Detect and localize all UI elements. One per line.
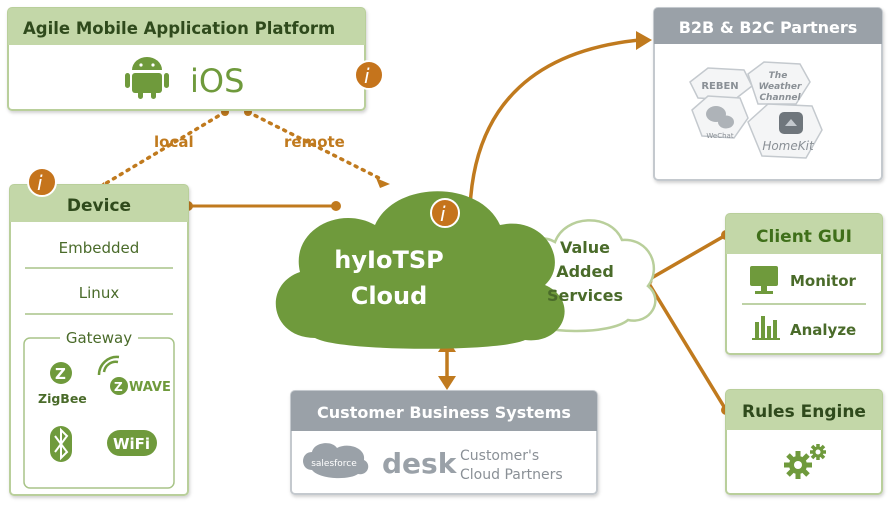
weather-channel-hex xyxy=(747,61,811,105)
svg-text:i: i xyxy=(37,171,43,195)
android-icon xyxy=(125,57,169,99)
svg-text:salesforce: salesforce xyxy=(311,459,357,469)
device-link-dot-right xyxy=(331,201,341,211)
svg-text:WAVE: WAVE xyxy=(129,380,171,395)
monitor-icon xyxy=(750,266,778,294)
zwave-logo: Z WAVE xyxy=(97,355,171,395)
analyze-icon xyxy=(752,316,780,340)
wechat-icon xyxy=(706,106,734,129)
homekit-label: HomeKit xyxy=(762,139,815,153)
remote-connector xyxy=(246,110,385,182)
remote-label: remote xyxy=(284,133,345,151)
info-icon[interactable]: i xyxy=(27,167,57,197)
rules-engine-title: Rules Engine xyxy=(742,402,866,422)
salesforce-logo: salesforce xyxy=(303,443,369,479)
cloud-title-line2: Cloud xyxy=(351,282,428,310)
cloud-partners-link xyxy=(468,38,641,209)
cloud-partners-line2: Cloud Partners xyxy=(460,467,563,483)
ios-label: iOS xyxy=(190,62,244,100)
weather-label-1: The xyxy=(769,71,788,81)
svg-text:WiFi: WiFi xyxy=(113,435,150,453)
svg-text:i: i xyxy=(440,202,446,226)
wechat-label: WeChat xyxy=(706,132,733,140)
client-gui-title: Client GUI xyxy=(756,227,852,247)
remote-arrowhead xyxy=(376,178,390,188)
mobile-platform-title: Agile Mobile Application Platform xyxy=(23,19,335,38)
vas-line2: Added xyxy=(556,262,614,281)
vas-line3: Services xyxy=(547,286,623,305)
vas-clientgui-link xyxy=(647,233,727,282)
svg-text:i: i xyxy=(364,64,370,88)
analyze-label: Analyze xyxy=(790,321,856,339)
connectors xyxy=(96,38,728,411)
weather-label-3: Channel xyxy=(759,93,801,103)
svg-text:ZigBee: ZigBee xyxy=(38,391,87,406)
mobile-platform-box xyxy=(7,7,366,111)
customer-arrow-down xyxy=(438,376,456,390)
customer-systems-title: Customer Business Systems xyxy=(317,403,571,422)
local-label: local xyxy=(154,133,194,151)
gateway-title: Gateway xyxy=(66,329,132,347)
device-title: Device xyxy=(67,196,131,216)
vas-rules-link xyxy=(646,281,728,411)
wifi-logo: WiFi xyxy=(107,430,157,456)
gears-icon xyxy=(784,444,826,479)
homekit-icon xyxy=(779,112,803,134)
hyiotsp-cloud xyxy=(275,191,565,349)
cloud-partners-line1: Customer's xyxy=(460,448,539,464)
device-item-embedded: Embedded xyxy=(59,239,140,257)
desk-logo: desk xyxy=(382,447,458,480)
vas-line1: Value xyxy=(560,238,610,257)
zigbee-logo: Z ZigBee xyxy=(38,362,87,406)
partners-title: B2B & B2C Partners xyxy=(679,18,858,37)
reben-label: REBEN xyxy=(701,81,738,92)
partners-arrowhead xyxy=(636,31,652,50)
svg-text:Z: Z xyxy=(114,380,123,394)
bluetooth-icon xyxy=(50,426,72,462)
cloud-title-line1: hyIoTSP xyxy=(334,246,443,274)
device-item-linux: Linux xyxy=(79,284,120,302)
svg-text:Z: Z xyxy=(55,365,66,383)
rules-engine-box xyxy=(725,389,883,495)
local-connector xyxy=(96,110,227,190)
monitor-label: Monitor xyxy=(790,272,857,290)
gateway-title-bg xyxy=(60,329,138,347)
info-icon[interactable]: i xyxy=(430,198,460,228)
weather-label-2: Weather xyxy=(759,82,802,92)
info-icon[interactable]: i xyxy=(354,60,384,90)
